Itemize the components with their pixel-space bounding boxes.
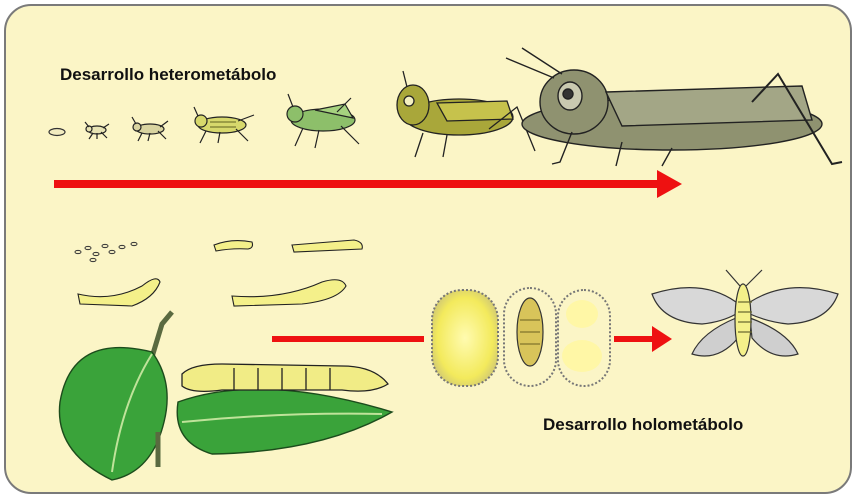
arrow-icon <box>272 336 424 342</box>
larva-icon <box>182 364 388 391</box>
holometabolous-label: Desarrollo holometábolo <box>543 415 743 435</box>
heterometabolous-label: Desarrollo heterometábolo <box>60 65 276 85</box>
egg-icon <box>49 129 65 136</box>
cocoon-icon <box>432 290 498 386</box>
pupa-icon <box>504 288 556 386</box>
cocoon-icon <box>558 290 610 386</box>
